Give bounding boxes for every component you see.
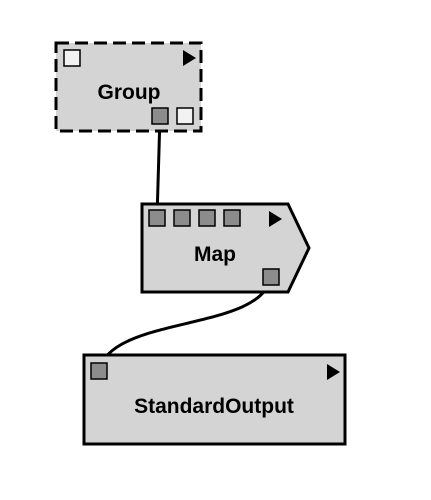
standard-output-label: StandardOutput (134, 395, 294, 418)
connection-group-to-map[interactable] (155, 115, 162, 219)
node-standard-output-body[interactable] (82, 353, 347, 446)
connection-map-to-standard-output[interactable] (97, 276, 273, 372)
standard-output-input-port[interactable] (90, 362, 108, 380)
map-input-port-4[interactable] (223, 209, 241, 227)
standard-output-run-icon[interactable] (327, 364, 340, 380)
map-input-port-3[interactable] (198, 209, 216, 227)
map-label: Map (194, 243, 236, 266)
map-run-icon[interactable] (269, 211, 282, 227)
group-input-port[interactable] (63, 49, 81, 67)
node-group[interactable]: Group (54, 41, 203, 133)
group-output-port-filled[interactable] (151, 107, 169, 125)
group-output-port-empty[interactable] (176, 107, 194, 125)
node-map[interactable]: Map (140, 202, 311, 294)
map-input-port-2[interactable] (173, 209, 191, 227)
group-run-icon[interactable] (183, 50, 196, 66)
node-standard-output[interactable]: StandardOutput (82, 353, 347, 446)
map-output-port[interactable] (262, 268, 280, 286)
group-label: Group (98, 81, 161, 104)
map-input-port-1[interactable] (148, 209, 166, 227)
